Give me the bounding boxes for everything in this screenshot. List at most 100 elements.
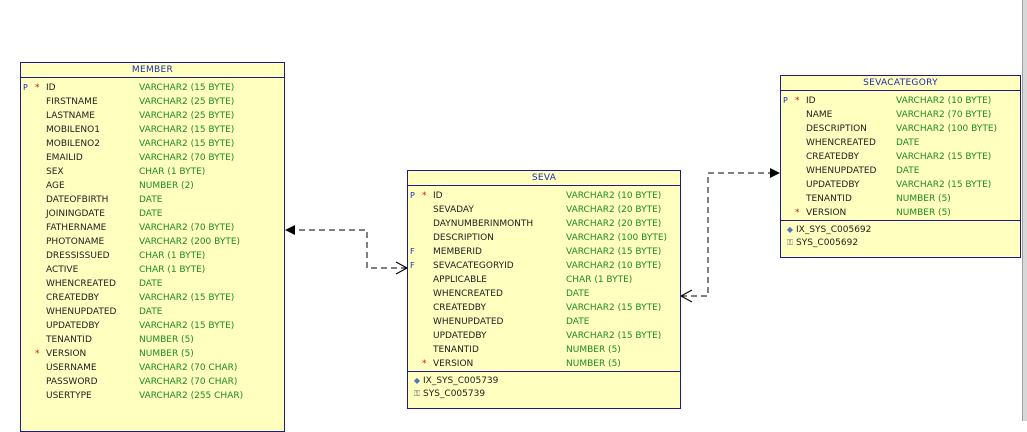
column-type: DATE	[896, 138, 920, 148]
column-type: VARCHAR2 (10 BYTE)	[566, 191, 662, 201]
column-name: TENANTID	[806, 194, 852, 204]
column-row[interactable]: WHENUPDATED DATE	[781, 164, 1020, 178]
column-name: DESCRIPTION	[806, 124, 867, 134]
column-type: VARCHAR2 (255 CHAR)	[139, 391, 244, 401]
index-row[interactable]: ◆IX_SYS_C005739	[408, 374, 680, 387]
index-list: ◆IX_SYS_C005739⚿SYS_C005739	[408, 371, 680, 400]
column-row[interactable]: MOBILENO2 VARCHAR2 (15 BYTE)	[21, 137, 284, 151]
column-type: VARCHAR2 (70 BYTE)	[139, 153, 235, 163]
column-type: VARCHAR2 (15 BYTE)	[139, 139, 235, 149]
index-row[interactable]: ◆IX_SYS_C005692	[781, 223, 1020, 236]
key-marker: F	[410, 261, 415, 270]
column-row[interactable]: EMAILID VARCHAR2 (70 BYTE)	[21, 151, 284, 165]
column-name: VERSION	[806, 208, 847, 218]
index-row[interactable]: ⚿SYS_C005692	[781, 236, 1020, 249]
column-name: NAME	[806, 110, 833, 120]
column-name: USERNAME	[46, 363, 97, 373]
column-name: WHENUPDATED	[433, 317, 504, 327]
required-marker: *	[35, 83, 40, 93]
column-name: APPLICABLE	[433, 275, 487, 285]
column-type: CHAR (1 BYTE)	[139, 265, 206, 275]
index-name: IX_SYS_C005692	[796, 225, 872, 235]
relationship-seva-member[interactable]	[285, 225, 408, 275]
key-marker: P	[410, 191, 415, 200]
column-row[interactable]: USERNAME VARCHAR2 (70 CHAR)	[21, 361, 284, 375]
column-type: NUMBER (2)	[139, 181, 194, 191]
canvas-scrollbar-edge[interactable]	[1022, 0, 1027, 421]
column-name: MOBILENO2	[46, 139, 100, 149]
column-type: DATE	[139, 209, 163, 219]
column-name: EMAILID	[46, 153, 83, 163]
column-type: VARCHAR2 (70 CHAR)	[139, 363, 238, 373]
column-name: WHENUPDATED	[806, 166, 877, 176]
column-type: DATE	[896, 166, 920, 176]
column-type: NUMBER (5)	[896, 208, 951, 218]
index-name: IX_SYS_C005739	[423, 376, 499, 386]
column-name: TENANTID	[46, 335, 92, 345]
column-name: UPDATEDBY	[46, 321, 100, 331]
column-type: VARCHAR2 (25 BYTE)	[139, 97, 235, 107]
column-type: DATE	[139, 279, 163, 289]
index-icon: ◆	[413, 376, 421, 385]
column-row[interactable]: JOININGDATE DATE	[21, 207, 284, 221]
column-type: VARCHAR2 (70 CHAR)	[139, 377, 238, 387]
column-type: VARCHAR2 (100 BYTE)	[566, 233, 668, 243]
column-type: CHAR (1 BYTE)	[139, 167, 206, 177]
column-name: WHENCREATED	[433, 289, 503, 299]
index-row[interactable]: ⚿SYS_C005739	[408, 387, 680, 400]
column-type: VARCHAR2 (10 BYTE)	[566, 261, 662, 271]
column-type: VARCHAR2 (15 BYTE)	[139, 83, 235, 93]
column-type: NUMBER (5)	[566, 359, 621, 369]
relationship-seva-sevacategory[interactable]	[680, 168, 780, 303]
column-name: DATEOFBIRTH	[46, 195, 109, 205]
column-name: UPDATEDBY	[433, 331, 487, 341]
required-marker: *	[795, 96, 800, 106]
column-name: JOININGDATE	[46, 209, 105, 219]
